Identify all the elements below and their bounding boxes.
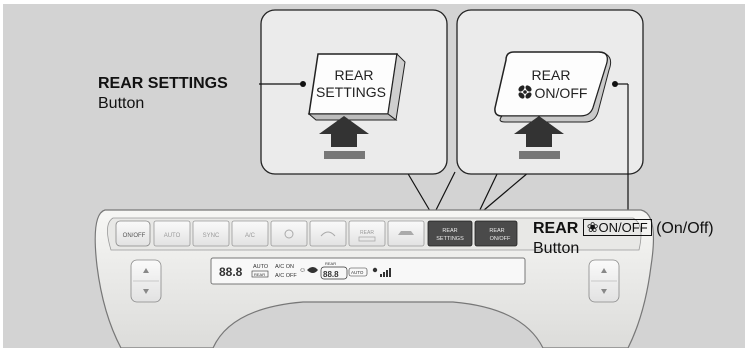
svg-text:A/C OFF: A/C OFF [275,273,297,279]
svg-text:ON/OFF: ON/OFF [123,233,146,239]
callout-rear-onoff-suffix: (On/Off) [656,220,714,237]
svg-text:REAR: REAR [489,228,504,234]
svg-text:AUTO: AUTO [164,233,181,239]
svg-text:A/C ON: A/C ON [275,264,294,270]
fan-icon: ❀ [587,219,599,235]
svg-text:ON/OFF: ON/OFF [490,236,511,242]
climate-panel-illustration: REAR SETTINGS REAR ON/OFF [3,4,745,348]
zoom-left-line1: REAR [335,67,374,83]
svg-text:AUTO: AUTO [351,270,364,275]
svg-text:REAR: REAR [254,272,265,277]
zoom-right-line1: REAR [532,67,571,83]
callout-rear-onoff-sub: Button [533,239,714,259]
callout-rear-settings: REAR SETTINGS Button [98,74,228,114]
right-temp-rocker [589,260,619,302]
zoom-right-line2: ON/OFF [535,85,588,101]
svg-text:SYNC: SYNC [203,233,220,239]
callout-rear-settings-title: REAR SETTINGS [98,75,228,92]
zoom-rear-settings: REAR SETTINGS [261,10,447,174]
svg-text:☺: ☺ [299,267,306,274]
svg-text:AUTO: AUTO [253,264,269,270]
display-left-temp: 88.8 [219,265,243,279]
callout-rear-settings-sub: Button [98,94,228,114]
svg-text:REAR: REAR [360,230,374,236]
svg-text:A/C: A/C [245,233,256,239]
svg-text:REAR: REAR [442,228,457,234]
zoom-left-line2: SETTINGS [316,84,386,100]
climate-display: 88.8 AUTO REAR A/C ON A/C OFF ☺ REAR 88.… [211,258,525,284]
callout-rear-onoff: REAR ❀ON/OFF (On/Off) Button [533,219,714,259]
svg-text:SETTINGS: SETTINGS [436,236,464,242]
left-temp-rocker [131,260,161,302]
svg-text:REAR: REAR [325,261,336,266]
svg-text:88.8: 88.8 [323,270,339,279]
zoom-rear-onoff: REAR ON/OFF [457,10,643,174]
onoff-box: ❀ON/OFF [583,219,652,236]
callout-rear-onoff-title: REAR [533,220,578,237]
illustration-frame: REAR SETTINGS REAR ON/OFF [3,4,745,348]
panel-button-row: ON/OFF AUTO SYNC A/C REAR REAR SETTI [116,221,517,246]
